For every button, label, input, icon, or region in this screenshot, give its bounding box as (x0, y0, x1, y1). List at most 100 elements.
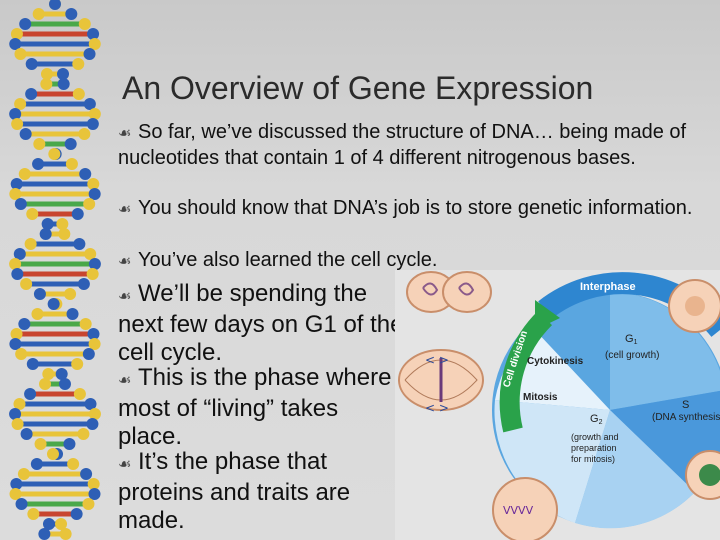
interphase-label: Interphase (580, 281, 636, 293)
s-cell-image (685, 450, 720, 500)
dna-backbone-bead (11, 118, 24, 130)
dna-backbone-bead (64, 288, 77, 300)
dna-backbone-bead (88, 108, 101, 120)
dna-backbone-bead (87, 328, 100, 340)
bullet-item: ☙You should know that DNA’s job is to st… (118, 196, 708, 222)
s-description: (DNA synthesis) (652, 412, 720, 423)
dna-backbone-bead (10, 328, 23, 340)
dna-backbone-bead (57, 78, 70, 90)
dna-backbone-bead (77, 428, 90, 440)
mitosis-wedge (494, 400, 610, 523)
dna-backbone-bead (87, 178, 100, 190)
dna-backbone-bead (25, 88, 38, 100)
dna-backbone-bead (9, 488, 22, 500)
dna-backbone-bead (47, 298, 60, 310)
dna-backbone-bead (31, 308, 44, 320)
dna-backbone-bead (86, 268, 99, 280)
dna-backbone-bead (40, 68, 53, 80)
dna-backbone-bead (42, 368, 55, 380)
dna-backbone-bead (55, 368, 68, 380)
dna-backbone-bead (19, 18, 32, 30)
dna-backbone-bead (10, 28, 23, 40)
dna-backbone-bead (9, 258, 22, 270)
dna-backbone-bead (25, 58, 38, 70)
dna-backbone-bead (9, 188, 22, 200)
bullet-item: ☙So far, we’ve discussed the structure o… (118, 120, 708, 170)
bullet-icon: ☙ (118, 456, 132, 473)
s-label: S (682, 399, 689, 411)
bullet-icon: ☙ (118, 201, 132, 218)
bullet-icon: ☙ (118, 288, 132, 305)
dna-backbone-bead (13, 248, 26, 260)
dna-backbone-bead (48, 148, 61, 160)
dna-backbone-bead (88, 488, 101, 500)
dna-backbone-bead (19, 128, 32, 140)
dna-backbone-bead (79, 318, 92, 330)
dna-backbone-bead (14, 48, 27, 60)
dna-backbone-bead (18, 168, 31, 180)
dna-backbone-bead (79, 168, 92, 180)
dna-backbone-bead (59, 528, 72, 540)
dna-backbone-bead (20, 428, 33, 440)
dna-backbone-bead (10, 478, 23, 490)
g1-cell-image (668, 279, 720, 333)
dna-backbone-bead (9, 338, 22, 350)
dna-backbone-bead (32, 158, 45, 170)
dna-backbone-bead (86, 418, 99, 430)
dna-backbone-bead (78, 18, 91, 30)
dna-backbone-bead (88, 338, 101, 350)
dna-backbone-bead (86, 118, 99, 130)
dna-backbone-bead (17, 468, 30, 480)
dna-backbone-bead (42, 518, 55, 530)
bullet-text: This is the phase where most of “living”… (118, 364, 392, 450)
bullet-text: So far, we’ve discussed the structure of… (118, 121, 687, 169)
dna-backbone-bead (14, 198, 27, 210)
dna-backbone-bead (39, 228, 52, 240)
dna-backbone-bead (32, 8, 45, 20)
dna-backbone-bead (84, 248, 97, 260)
dna-backbone-bead (15, 498, 28, 510)
dna-backbone-bead (84, 398, 97, 410)
dna-backbone-bead (38, 528, 51, 540)
dna-backbone-bead (88, 408, 101, 420)
bullet-text: We’ll be spending the next few days on G… (118, 280, 404, 366)
dna-backbone-bead (87, 28, 100, 40)
dna-backbone-bead (9, 408, 22, 420)
dna-backbone-bead (58, 228, 71, 240)
dna-backbone-bead (66, 308, 79, 320)
g1-description: (cell growth) (605, 350, 659, 361)
dna-backbone-bead (73, 238, 86, 250)
dna-backbone-bead (71, 358, 84, 370)
dna-backbone-bead (56, 218, 69, 230)
dna-backbone-bead (11, 268, 24, 280)
bullet-icon: ☙ (118, 125, 132, 142)
dna-backbone-bead (40, 78, 53, 90)
bullet-item: ☙You’ve also learned the cell cycle. (118, 248, 708, 274)
svg-text:< >: < > (425, 353, 449, 367)
dna-backbone-bead (88, 188, 101, 200)
g2-wedge (575, 410, 695, 529)
dna-backbone-bead (14, 98, 27, 110)
cytokinesis-cell-image (406, 271, 492, 313)
svg-text:< >: < > (425, 401, 449, 415)
dna-backbone-bead (65, 158, 78, 170)
bullet-text: You’ve also learned the cell cycle. (138, 249, 438, 271)
dna-backbone-bead (30, 458, 43, 470)
dna-backbone-bead (72, 88, 85, 100)
cytokinesis-label: Cytokinesis (527, 356, 584, 367)
dna-backbone-bead (77, 278, 90, 290)
dna-backbone-bead (58, 378, 71, 390)
g2-description-3: for mitosis) (571, 454, 615, 464)
dna-backbone-bead (64, 138, 77, 150)
bullet-item: ☙This is the phase where most of “living… (118, 364, 408, 451)
dna-backbone-bead (67, 458, 80, 470)
dna-backbone-bead (10, 178, 23, 190)
dna-backbone-bead (26, 358, 39, 370)
dna-backbone-bead (73, 388, 86, 400)
dna-backbone-bead (46, 448, 59, 460)
dna-backbone-bead (78, 128, 91, 140)
dna-backbone-bead (63, 438, 76, 450)
dna-backbone-bead (80, 468, 93, 480)
bullet-icon: ☙ (118, 372, 132, 389)
chromosome-arrows-icon: < > < > (425, 353, 449, 415)
